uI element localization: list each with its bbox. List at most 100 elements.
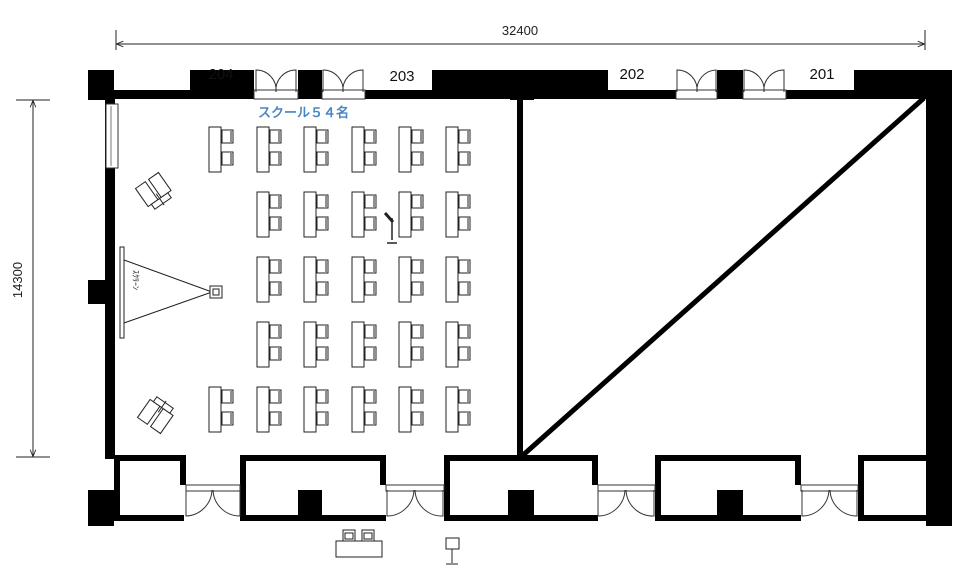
speaker-table-icon: [335, 529, 383, 558]
chair: [221, 151, 234, 166]
door-lobby-1[interactable]: [185, 484, 241, 517]
chair: [269, 281, 282, 296]
chair: [269, 389, 282, 404]
desk-with-chairs: [303, 256, 329, 303]
chair: [316, 346, 329, 361]
camera-tripod-icon: [136, 396, 174, 435]
desk-with-chairs: [256, 256, 282, 303]
desk: [445, 126, 459, 173]
chair: [316, 216, 329, 231]
desk-with-chairs: [351, 191, 377, 238]
desk-with-chairs: [208, 126, 234, 173]
desk: [351, 126, 365, 173]
chair: [458, 194, 471, 209]
door-room-203[interactable]: [321, 69, 366, 100]
door-room-201[interactable]: [742, 69, 787, 100]
desk: [445, 321, 459, 368]
chair: [316, 259, 329, 274]
chair: [411, 151, 424, 166]
room-label-204: 204: [208, 66, 233, 83]
chair: [364, 324, 377, 339]
desk-with-chairs: [445, 256, 471, 303]
desk: [398, 256, 412, 303]
desk-with-chairs: [398, 386, 424, 433]
chair: [269, 194, 282, 209]
desk: [398, 386, 412, 433]
desk: [256, 321, 270, 368]
chair: [458, 324, 471, 339]
chair: [364, 129, 377, 144]
microphone-icon: [383, 212, 397, 244]
door-lobby-2[interactable]: [385, 484, 445, 517]
door-lobby-3[interactable]: [597, 484, 656, 517]
chair: [411, 259, 424, 274]
desk: [303, 256, 317, 303]
desk: [303, 126, 317, 173]
desk: [351, 386, 365, 433]
chair: [411, 281, 424, 296]
room-label-203: 203: [389, 68, 414, 85]
chair: [458, 259, 471, 274]
desk-with-chairs: [351, 321, 377, 368]
desk: [303, 321, 317, 368]
chair: [458, 346, 471, 361]
chair: [364, 216, 377, 231]
chair: [269, 151, 282, 166]
camera-tripod-icon: [134, 171, 172, 210]
chair: [316, 411, 329, 426]
chair: [269, 324, 282, 339]
width-label: 32400: [502, 23, 538, 38]
chair: [269, 216, 282, 231]
desk-with-chairs: [256, 126, 282, 173]
door-lobby-4[interactable]: [800, 484, 859, 517]
diagonal-partition: [520, 96, 926, 458]
chair: [221, 389, 234, 404]
podium-icon: [445, 537, 460, 565]
door-room-204[interactable]: [253, 69, 299, 100]
height-label: 14300: [10, 262, 25, 298]
desk-with-chairs: [351, 256, 377, 303]
chair: [269, 129, 282, 144]
chair: [458, 216, 471, 231]
chair: [316, 389, 329, 404]
layout-label: スクール５４名: [258, 105, 349, 121]
chair: [458, 281, 471, 296]
desk: [398, 191, 412, 238]
chair: [458, 389, 471, 404]
desk-with-chairs: [398, 256, 424, 303]
chair: [316, 281, 329, 296]
desk: [445, 386, 459, 433]
window: [105, 103, 119, 169]
chair: [364, 411, 377, 426]
chair: [221, 411, 234, 426]
desk: [351, 321, 365, 368]
desk: [445, 191, 459, 238]
width-dimension: 32400: [115, 23, 926, 50]
desk-with-chairs: [303, 321, 329, 368]
desk: [351, 191, 365, 238]
desk-with-chairs: [303, 191, 329, 238]
desk: [398, 321, 412, 368]
desk: [208, 386, 222, 433]
desk-with-chairs: [445, 191, 471, 238]
desk: [208, 126, 222, 173]
chair: [411, 411, 424, 426]
room-label-202: 202: [619, 66, 644, 83]
desk: [398, 126, 412, 173]
desk: [303, 386, 317, 433]
chair: [269, 259, 282, 274]
door-room-202[interactable]: [675, 69, 718, 100]
chair: [364, 151, 377, 166]
desk: [256, 191, 270, 238]
desk: [303, 191, 317, 238]
room-label-201: 201: [809, 66, 834, 83]
desk-with-chairs: [256, 386, 282, 433]
desk-with-chairs: [256, 321, 282, 368]
chair: [364, 346, 377, 361]
screen-label: ｽｸﾘｰﾝ: [131, 270, 140, 290]
desk: [256, 126, 270, 173]
chair: [364, 194, 377, 209]
chair: [411, 194, 424, 209]
chair: [411, 346, 424, 361]
desk-with-chairs: [398, 321, 424, 368]
